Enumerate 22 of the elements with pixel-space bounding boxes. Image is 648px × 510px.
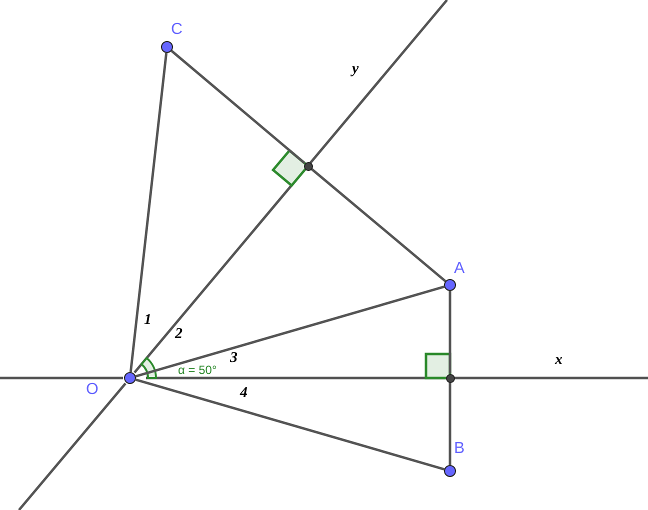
line-label: y — [352, 62, 359, 77]
line-segment — [448, 291, 452, 374]
line-label: 2 — [175, 327, 182, 342]
point — [444, 279, 456, 291]
line-segment — [135, 285, 445, 378]
point — [124, 372, 136, 384]
line-segment — [448, 382, 452, 465]
point-label: C — [171, 22, 183, 38]
line-label: 1 — [144, 313, 152, 328]
line-segment — [170, 50, 306, 164]
point-label: B — [454, 441, 465, 457]
point-label: O — [86, 382, 98, 398]
line-segment — [310, 168, 446, 282]
point — [161, 41, 173, 53]
angle-label: α = 50° — [178, 364, 217, 376]
line-segment — [135, 378, 445, 471]
point-label: A — [454, 261, 465, 277]
line-segment — [129, 52, 168, 372]
line-label: x — [555, 353, 562, 368]
line-label: 3 — [230, 351, 238, 366]
point — [444, 465, 456, 477]
line-label: 4 — [240, 386, 248, 401]
